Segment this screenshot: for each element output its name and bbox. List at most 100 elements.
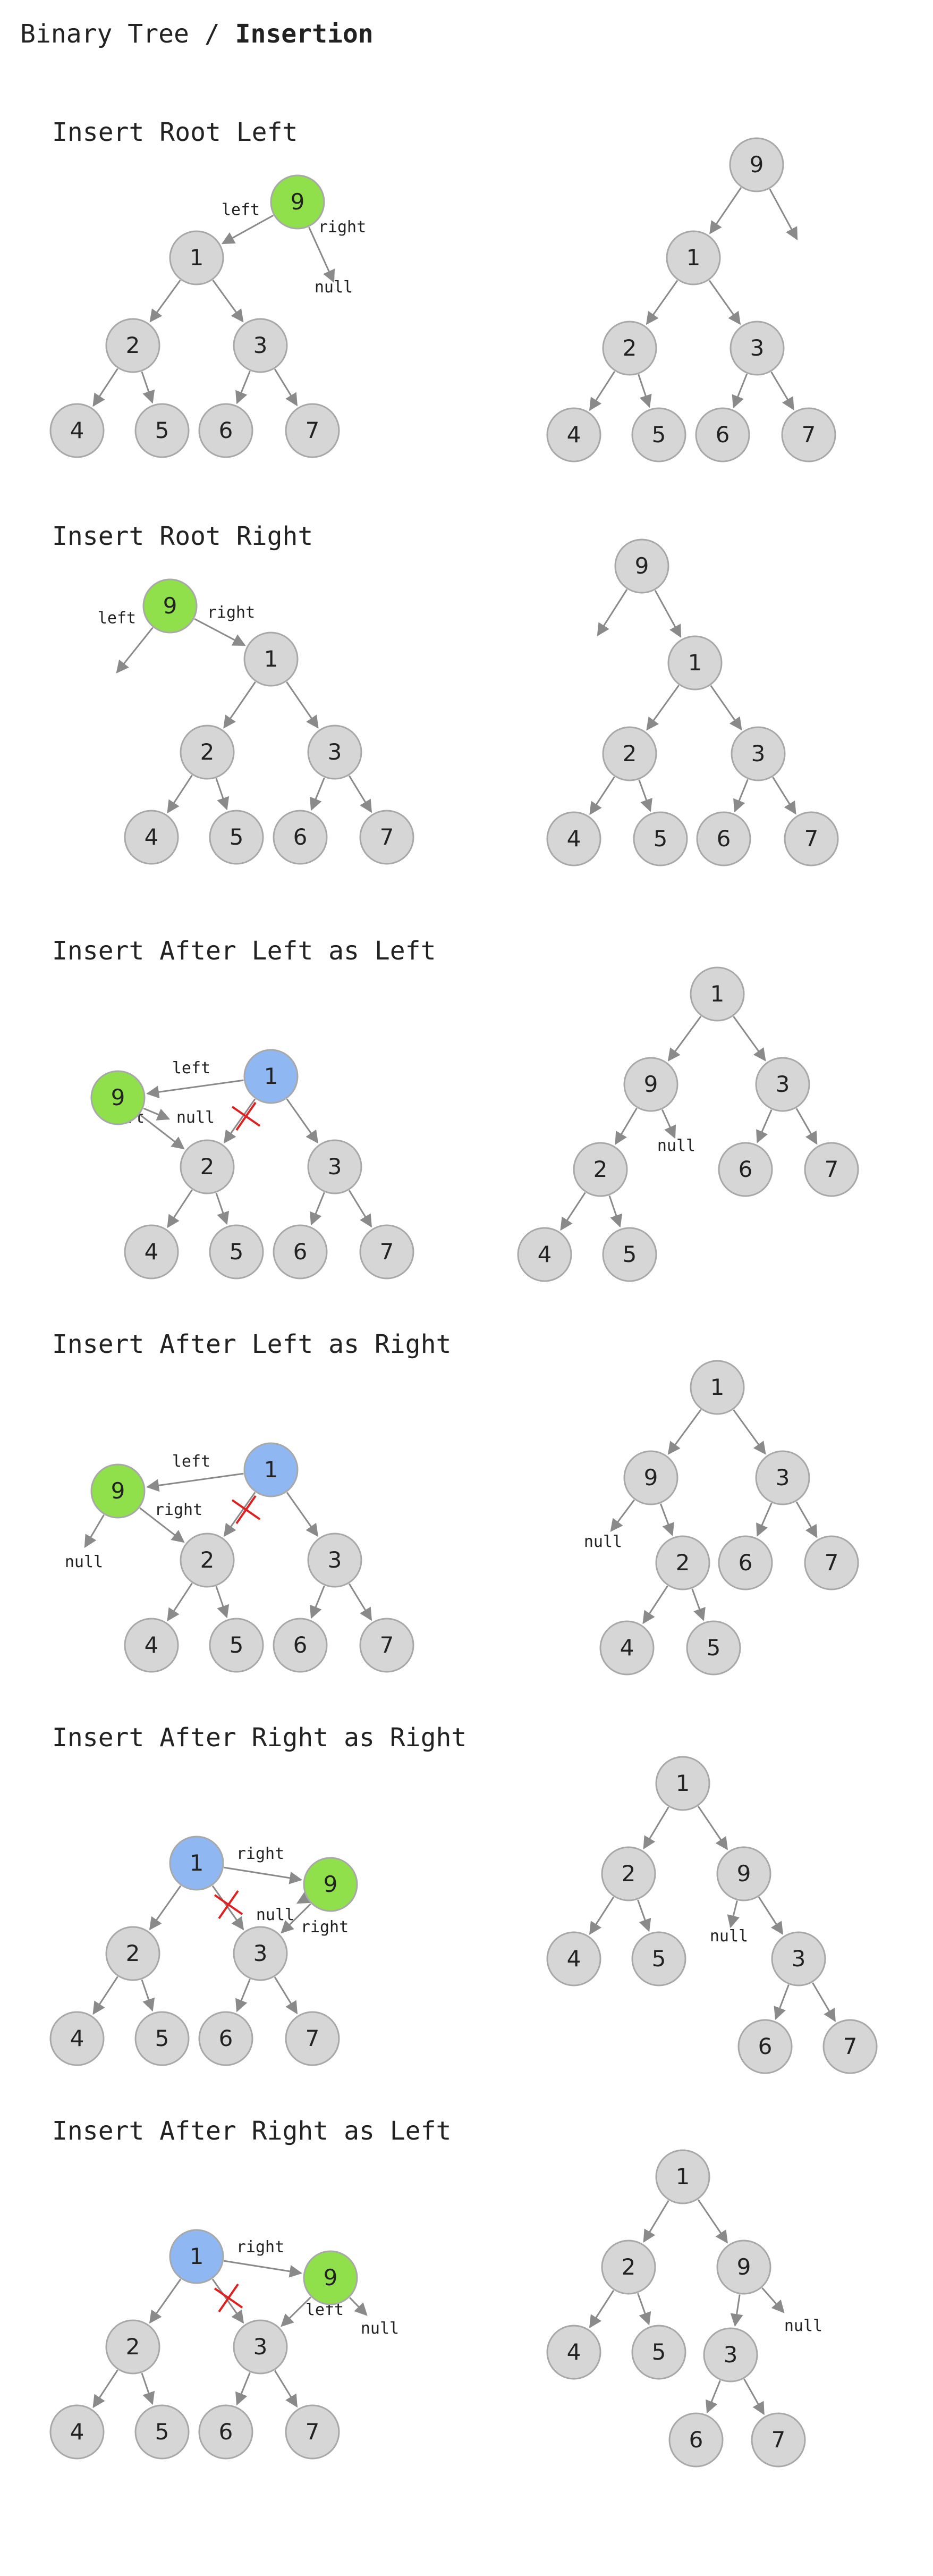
edge-2-4	[167, 1189, 193, 1228]
tree-node-label: 5	[652, 422, 666, 448]
edge-3-7	[348, 1583, 372, 1621]
tree-node-label: 1	[264, 1063, 278, 1089]
tree-node-circle	[233, 2319, 288, 2375]
tree-node-label: 4	[538, 1241, 552, 1267]
tree-node-circle	[690, 966, 745, 1022]
tree-node-circle	[631, 2325, 686, 2380]
tree-node-circle	[49, 2404, 105, 2460]
tree-node-circle	[666, 230, 721, 285]
tree-node-9: 9	[623, 1057, 678, 1112]
edge-2-5	[141, 2372, 155, 2405]
tree-node-label: 7	[825, 1156, 839, 1182]
tree-node-2: 2	[601, 2240, 656, 2295]
tree-node-2: 2	[602, 321, 657, 376]
edge-1-3	[211, 2278, 244, 2324]
tree-node-circle	[209, 1618, 264, 1673]
tree-node-6: 6	[737, 2019, 793, 2074]
tree-node-circle	[686, 1620, 741, 1676]
edge-2-4	[589, 1896, 615, 1935]
tree-node-circle	[198, 2011, 253, 2066]
tree-node-circle	[180, 725, 235, 780]
section-6: Insert After Right as Leftrightleftnull1…	[49, 2116, 822, 2468]
tree-node-circle	[359, 810, 414, 865]
edge-label: right	[301, 1918, 349, 1937]
edge-2-4	[560, 1192, 586, 1231]
tree-node-label: 3	[253, 1940, 268, 1966]
tree-node-5: 5	[209, 1224, 264, 1279]
tree-node-3: 3	[233, 1926, 288, 1981]
edge-3-7	[795, 1501, 818, 1538]
tree-node-2: 2	[105, 318, 160, 373]
edge-3-6	[235, 2372, 251, 2406]
edge-9-3	[281, 2296, 312, 2327]
edge-label: right	[236, 2238, 284, 2257]
tree-node-5: 5	[209, 1618, 264, 1673]
edge-9-2	[139, 1114, 185, 1150]
tree-node-label: 4	[145, 1632, 159, 1658]
tree-node-circle	[285, 2404, 340, 2460]
section-title: Insert Root Right	[52, 521, 313, 551]
tree-node-label: 7	[804, 826, 819, 852]
tree-node-4: 4	[546, 811, 601, 866]
tree-node-label: 4	[567, 422, 581, 448]
edge-9-2	[139, 1507, 185, 1543]
tree-node-7: 7	[285, 403, 340, 458]
tree-node-circle	[124, 1618, 179, 1673]
tree-node-circle	[105, 2319, 160, 2375]
edge-1-2	[149, 2278, 182, 2324]
tree-node-1: 1	[667, 635, 723, 691]
tree-node-label: 3	[328, 1154, 342, 1180]
null-label: null	[657, 1137, 695, 1155]
tree-node-5: 5	[631, 1931, 686, 1986]
tree-node-circle	[233, 1926, 288, 1981]
tree-node-circle	[209, 1224, 264, 1279]
tree-node-label: 2	[126, 2334, 140, 2360]
tree-node-label: 1	[190, 245, 204, 271]
tree-node-6: 6	[695, 407, 750, 462]
tree-node-circle	[303, 1857, 358, 1912]
tree-node-2: 2	[105, 2319, 160, 2375]
tree-node-circle	[771, 1931, 826, 1986]
tree-node-label: 7	[771, 2427, 786, 2453]
tree-node-4: 4	[124, 810, 179, 865]
cut-mark-stroke-b	[235, 1101, 257, 1131]
tree-node-circle	[169, 230, 224, 285]
tree-node-2: 2	[602, 726, 657, 781]
edge-9-null	[349, 2297, 368, 2316]
tree-node-circle	[696, 811, 751, 866]
tree-node-label: 6	[739, 1156, 753, 1182]
tree-node-7: 7	[804, 1142, 859, 1197]
edge-9-null	[727, 1900, 740, 1929]
tree-node-5: 5	[209, 810, 264, 865]
tree-node-7: 7	[359, 1224, 414, 1279]
tree-node-circle	[307, 725, 362, 780]
tree-node-label: 7	[380, 824, 394, 850]
tree-node-label: 9	[644, 1071, 658, 1097]
edge-3-6	[235, 1979, 251, 2013]
tree-node-circle	[180, 1139, 235, 1194]
tree-node-circle	[90, 1463, 146, 1519]
tree-node-circle	[134, 2404, 190, 2460]
edge-label: right	[207, 603, 255, 622]
tree-node-1: 1	[690, 1360, 745, 1415]
edge-9-empty	[769, 188, 798, 241]
tree-node-9: 9	[90, 1070, 146, 1125]
tree-node-label: 3	[253, 2334, 268, 2360]
tree-node-label: 7	[306, 2419, 320, 2445]
tree-node-2: 2	[601, 1846, 656, 1901]
edge-3-7	[772, 777, 796, 815]
cut-mark-stroke-b	[235, 1495, 257, 1525]
tree-node-circle	[690, 1360, 745, 1415]
tree-node-circle	[737, 2019, 793, 2074]
tree-node-4: 4	[49, 403, 105, 458]
tree-node-7: 7	[822, 2019, 878, 2074]
edge-3-7	[348, 1190, 372, 1228]
tree-node-9: 9	[716, 2240, 771, 2295]
edge-2-4	[642, 1585, 668, 1624]
edge-1-3	[212, 280, 244, 323]
tree-node-9: 9	[142, 578, 198, 634]
